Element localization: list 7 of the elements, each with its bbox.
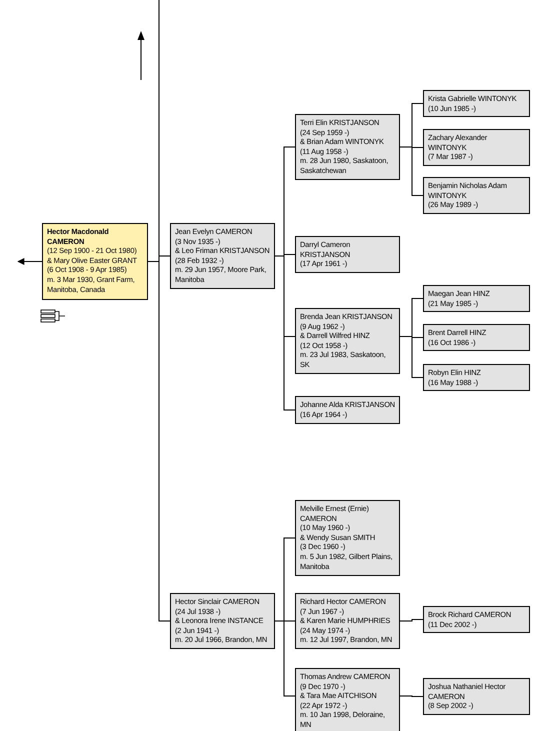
connector-line (274, 256, 296, 410)
connector-line (400, 696, 424, 697)
connector-line (274, 620, 296, 696)
connector-line (400, 146, 424, 196)
connector-line (400, 619, 424, 622)
connector-line (400, 336, 424, 378)
arrow (17, 258, 42, 265)
